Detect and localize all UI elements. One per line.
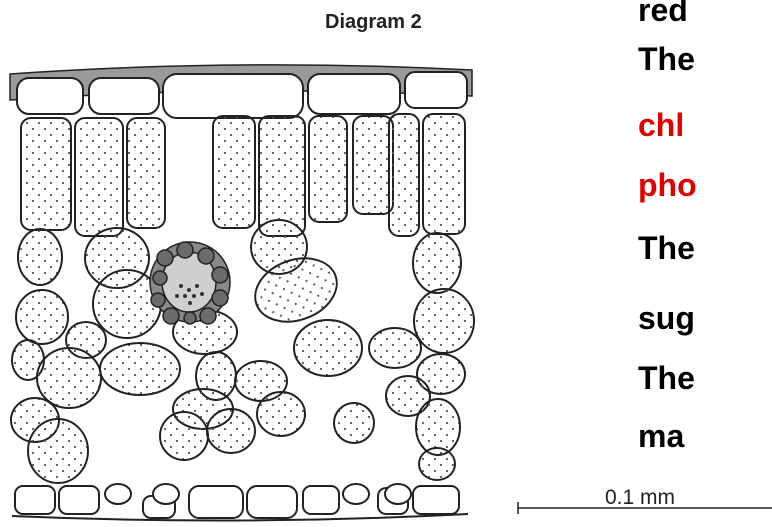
palisade-layer: [21, 114, 465, 236]
spongy-mesophyll: [11, 220, 474, 483]
side-text-line-6: sug: [638, 300, 695, 337]
side-text-line-7: The: [638, 360, 695, 397]
side-text-line-1: red: [638, 0, 688, 29]
side-text-line-8: ma: [638, 418, 684, 455]
side-text-line-4: pho: [638, 167, 697, 204]
side-text-line-5: The: [638, 230, 695, 267]
scale-bar-label: 0.1 mm: [605, 486, 675, 510]
side-text-line-2: The: [638, 41, 695, 78]
side-text-line-3: chl: [638, 107, 684, 144]
